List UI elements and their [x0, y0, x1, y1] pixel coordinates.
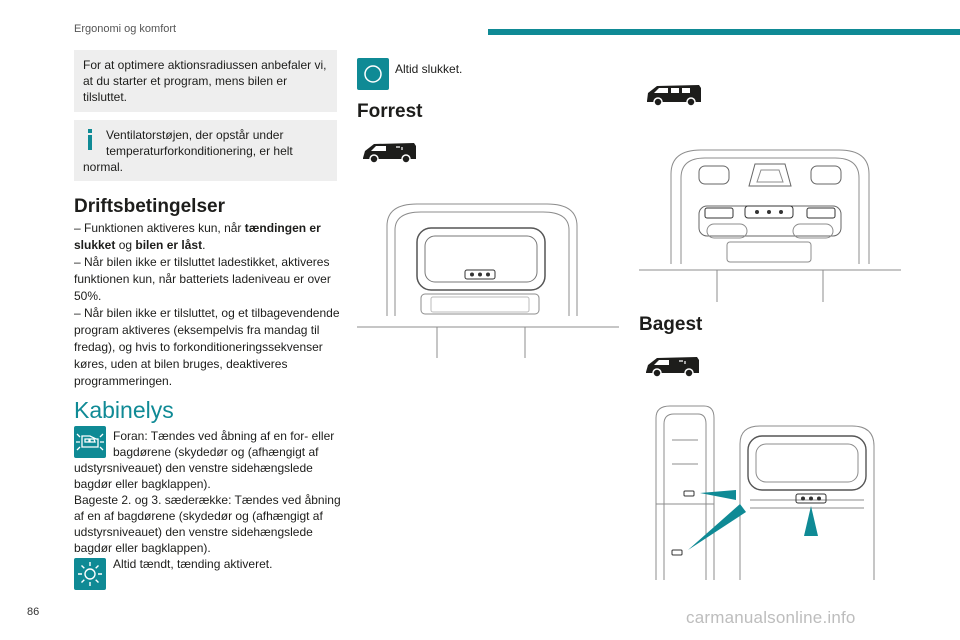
front-ceiling-light-illustration [357, 203, 619, 358]
header-accent-bar [488, 29, 960, 35]
condition-2: – Når bilen ikke er tilsluttet ladestikk… [74, 255, 331, 303]
sun-light-icon [74, 558, 106, 590]
always-off-text: Altid slukket. [395, 62, 463, 76]
door-light-text-line2: bagdørene (skydedør og (afhængigt af [113, 445, 319, 459]
tip-text: For at optimere aktionsradiussen anbefal… [83, 58, 327, 104]
always-on-text: Altid tændt, tænding aktiveret. [113, 557, 273, 571]
door-light-icon [74, 426, 106, 458]
door-light-text-rest: udstyrsniveauet) den venstre sidehængsle… [74, 461, 313, 491]
rear-light-text: Bageste 2. og 3. sæderække: Tændes ved å… [74, 493, 341, 555]
van-icon [646, 357, 699, 378]
info-text-line3: normal. [83, 160, 124, 174]
rear-ceiling-light-illustration [655, 405, 875, 580]
van-icon [647, 85, 701, 107]
info-box: Ventilatorstøjen, der opstår under tempe… [74, 120, 337, 181]
info-text-line1: Ventilatorstøjen, der opstår under [106, 128, 284, 142]
heading-kabinelys: Kabinelys [74, 397, 174, 423]
driftsbetingelser-body: – Funktionen aktiveres kun, når tændinge… [74, 220, 344, 390]
watermark: carmanualsonline.info [686, 608, 856, 627]
page-number: 86 [27, 606, 40, 618]
tip-box: For at optimere aktionsradiussen anbefal… [74, 50, 337, 112]
condition-1: – Funktionen aktiveres kun, når tændinge… [74, 221, 321, 252]
heading-forrest: Forrest [357, 101, 423, 122]
van-icon [363, 143, 416, 164]
door-light-text-line1: Foran: Tændes ved åbning af en for- elle… [113, 429, 335, 443]
middle-ceiling-light-illustration [639, 149, 901, 302]
info-icon [86, 129, 94, 151]
info-text-line2: temperaturforkonditionering, er helt [106, 144, 293, 158]
heading-driftsbetingelser: Driftsbetingelser [74, 196, 225, 217]
condition-3: – Når bilen ikke er tilsluttet, og et ti… [74, 306, 340, 388]
heading-bagest: Bagest [639, 314, 703, 335]
section-title: Ergonomi og komfort [74, 23, 177, 35]
circle-off-icon [357, 58, 389, 90]
